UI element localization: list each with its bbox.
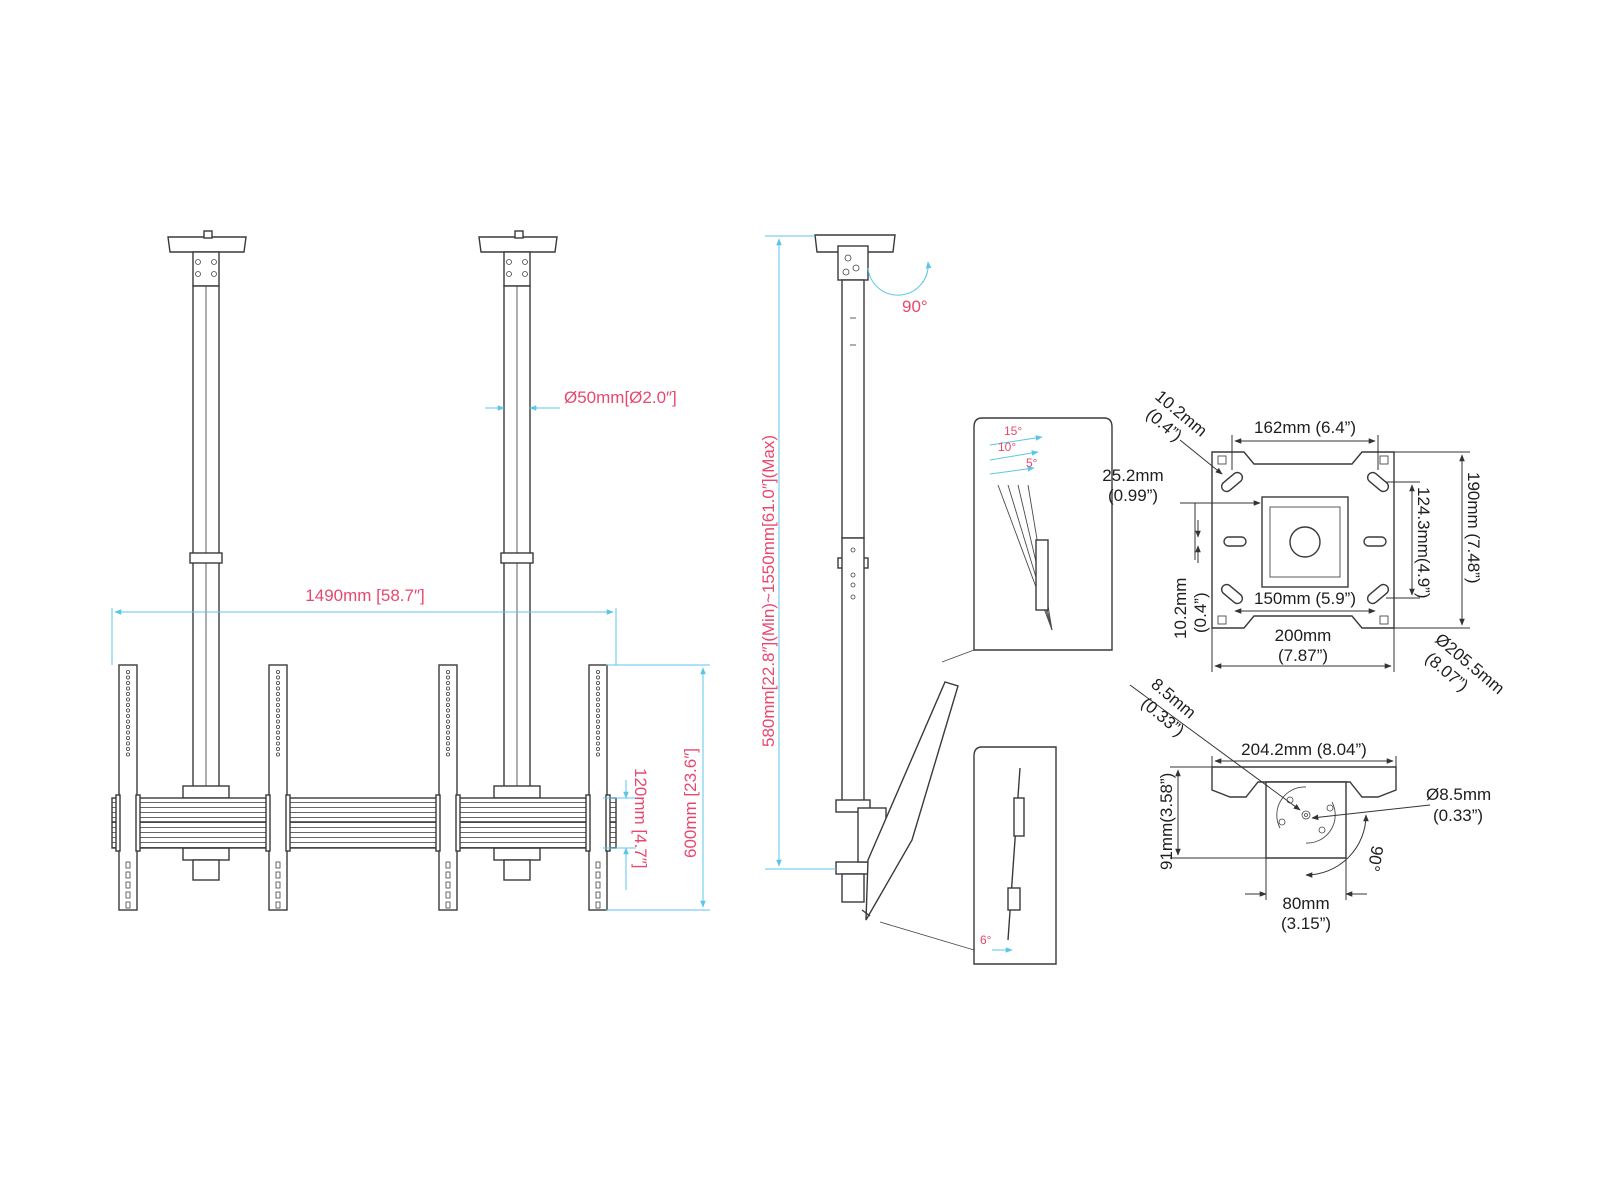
dim-side-height: 91mm(3.58”) bbox=[1157, 773, 1176, 870]
dim-side-width: 204.2mm (8.04”) bbox=[1241, 740, 1367, 759]
tilt-10: 10° bbox=[998, 440, 1016, 454]
dim-rail-spacing: 120mm [4.7″] bbox=[631, 768, 650, 869]
dim-bracket-height: 600mm [23.6″] bbox=[681, 748, 700, 858]
front-dimensions: 1490mm [58.7″] Ø50mm[Ø2.0″] 120mm [4.7″]… bbox=[111, 388, 710, 911]
rotation-angle: 90° bbox=[1364, 844, 1387, 873]
vertical-bracket bbox=[115, 664, 141, 911]
dim-hole-diameter-2: (0.33”) bbox=[1433, 806, 1483, 825]
side-view: 90° 580mm[22.8″](Min)~1550mm[61.0″](Max) bbox=[759, 234, 959, 921]
tilt-6: 6° bbox=[980, 933, 992, 947]
tilt-detail-lower: 6° bbox=[879, 746, 1057, 965]
dim-total-width: 1490mm [58.7″] bbox=[305, 586, 424, 605]
vertical-brackets bbox=[115, 664, 611, 911]
dim-hole-diameter-1: Ø8.5mm bbox=[1426, 785, 1491, 804]
dim-plate-width-1: 200mm bbox=[1275, 626, 1332, 645]
dim-pole-diameter: Ø50mm[Ø2.0″] bbox=[564, 388, 677, 407]
dim-slot-spacing-top: 162mm (6.4”) bbox=[1254, 418, 1356, 437]
front-view bbox=[111, 230, 617, 911]
vertical-bracket bbox=[265, 664, 291, 911]
dim-plate-height: 190mm (7.48”) bbox=[1464, 472, 1483, 583]
ceiling-plate-side: 8.5mm (0.33”) 204.2mm (8.04”) 91mm(3.58”… bbox=[1129, 675, 1491, 933]
tilt-5: 5° bbox=[1026, 456, 1038, 470]
dim-bracket-width-2: (3.15”) bbox=[1281, 914, 1331, 933]
dim-vertical-spacing: 124.3mm(4.9”) bbox=[1414, 487, 1433, 598]
tilt-detail-upper: 15° 10° 5° bbox=[941, 417, 1113, 663]
dim-pole-length: 580mm[22.8″](Min)~1550mm[61.0″](Max) bbox=[759, 435, 778, 747]
dim-slot-height-2: (0.4”) bbox=[1191, 592, 1210, 633]
dim-slot-height-1: 10.2mm bbox=[1171, 578, 1190, 639]
mounting-rails bbox=[111, 797, 617, 849]
vertical-bracket bbox=[585, 664, 611, 911]
swivel-angle: 90° bbox=[902, 297, 928, 316]
dim-bracket-width-1: 80mm bbox=[1282, 894, 1329, 913]
dim-slot-spacing-bottom: 150mm (5.9”) bbox=[1254, 589, 1356, 608]
left-ceiling-pole bbox=[167, 230, 247, 881]
dim-offset-1: 25.2mm bbox=[1102, 466, 1163, 485]
ceiling-plate-top: 162mm (6.4”) 10.2mm (0.4”) 25.2mm (0.99”… bbox=[1102, 387, 1508, 699]
tilt-15: 15° bbox=[1004, 424, 1022, 438]
right-ceiling-pole bbox=[478, 230, 558, 881]
dim-plate-width-2: (7.87”) bbox=[1278, 646, 1328, 665]
dim-offset-2: (0.99”) bbox=[1108, 486, 1158, 505]
vertical-bracket bbox=[435, 664, 461, 911]
